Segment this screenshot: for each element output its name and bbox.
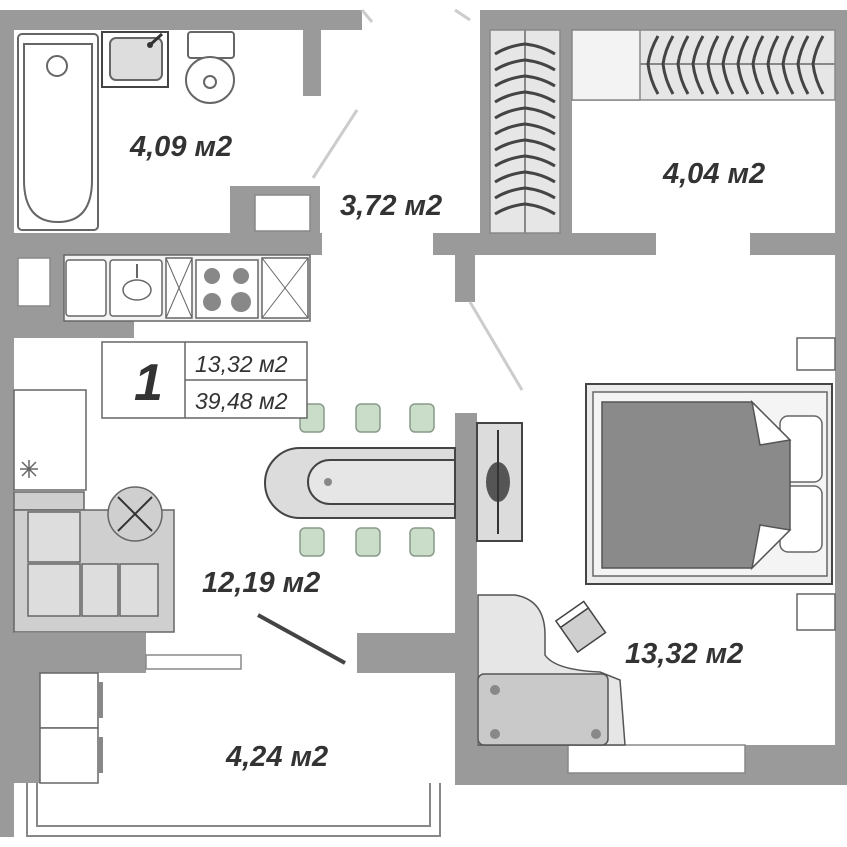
wardrobe-area-label: 4,04 м2 [662,158,765,190]
dining-chair [409,527,435,557]
living-area-value: 13,32 м2 [195,351,288,377]
hanger [494,154,556,168]
hanger [676,35,690,95]
desk-chair [554,600,607,654]
wardrobe-hangers-left [494,42,556,216]
hanger [494,106,556,120]
bathtub [17,33,99,231]
hanger [781,35,795,95]
kitchen-living-area-label: 12,19 м2 [202,567,320,599]
kitchen-counter [63,254,311,322]
desk [477,594,626,746]
bathroom-area-label: 4,09 м2 [129,131,232,163]
hanger [661,35,675,95]
dining-chair [355,403,381,433]
sink [101,31,169,88]
dining-chair [299,527,325,557]
wardrobe-top [571,29,836,101]
toilet [185,31,235,104]
nightstands [796,337,836,631]
apartment-info-box: 1 13,32 м2 39,48 м2 [101,341,308,419]
hanger [736,35,750,95]
hanger [494,42,556,56]
hanger [706,35,720,95]
stove [195,259,259,319]
hanger [796,35,810,95]
hanger [646,35,660,95]
hanger [494,58,556,72]
hanger [494,138,556,152]
dining-table [264,447,456,519]
windows [17,194,746,774]
bed [585,383,833,585]
coffee-table [107,486,163,542]
hallway-area-label: 3,72 м2 [340,190,442,222]
kitchen-door [257,613,346,665]
bedroom-area-label: 13,32 м2 [625,638,743,670]
hanger [494,122,556,136]
hanger [691,35,705,95]
hanger [494,74,556,88]
balcony-cabinets [39,672,103,784]
tv-stand [476,422,523,542]
dining-chair [355,527,381,557]
total-area-value: 39,48 м2 [195,388,288,414]
hanger [494,186,556,200]
rooms-count: 1 [134,354,163,412]
doors [311,8,524,391]
dining-chair [409,403,435,433]
hanger [766,35,780,95]
hanger [751,35,765,95]
wardrobe-hangers-top [646,35,825,95]
balcony-outline [26,783,441,837]
fridge [13,389,87,491]
balcony-area-label: 4,24 м2 [225,741,328,773]
hanger [494,170,556,184]
hanger [811,35,825,95]
hanger [494,202,556,216]
hanger [494,90,556,104]
hanger [721,35,735,95]
